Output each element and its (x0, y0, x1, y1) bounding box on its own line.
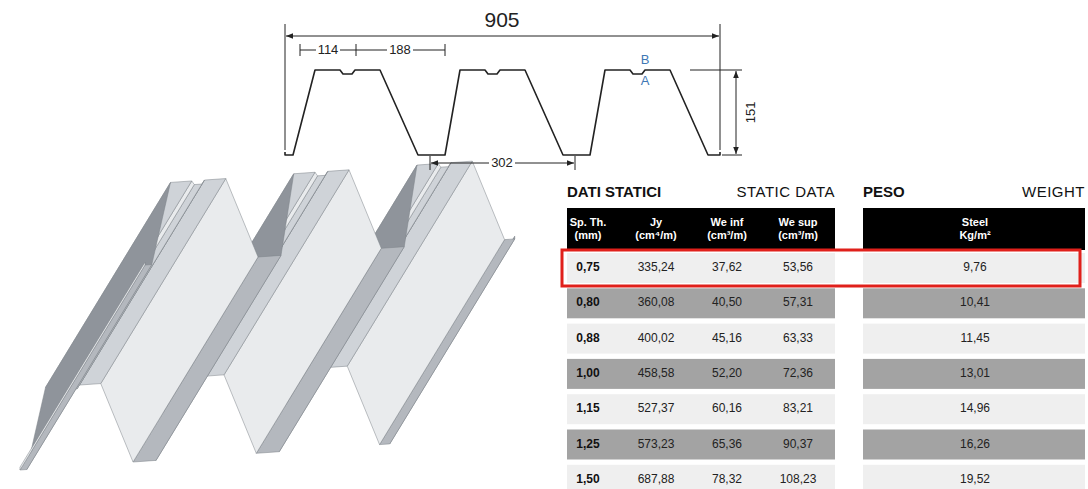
table-row (863, 465, 1085, 489)
extension-line (720, 24, 721, 150)
deck-face (20, 265, 152, 470)
table-cell: 72,36 (783, 367, 813, 381)
dimension-line (736, 71, 737, 154)
table-row (863, 359, 1085, 389)
table-row (567, 324, 835, 354)
table-cell: 78,32 (712, 473, 742, 487)
table-cell: 65,36 (712, 438, 742, 452)
column-header: Jy (cm⁴/m) (630, 216, 682, 241)
table-cell: 14,96 (960, 402, 990, 416)
table-cell: 573,23 (638, 438, 675, 452)
deck-face (80, 179, 226, 385)
table-cell: 57,31 (783, 296, 813, 310)
table-cell: 458,58 (638, 367, 675, 381)
table-cell: 13,01 (960, 367, 990, 381)
dimension-lines (285, 24, 742, 170)
dimension-label: 302 (489, 156, 515, 171)
table-row (567, 430, 835, 460)
table-cell: 63,33 (783, 332, 813, 346)
extension-line (575, 156, 576, 170)
table-cell: 37,62 (712, 261, 742, 275)
extension-line (285, 24, 286, 150)
table-cell: 9,76 (963, 261, 986, 275)
table-row (863, 430, 1085, 460)
table-cell: 108,23 (780, 473, 817, 487)
table-cell: 10,41 (960, 296, 990, 310)
table-cell: 16,26 (960, 438, 990, 452)
table-cell: 40,50 (712, 296, 742, 310)
dimension-label: 188 (387, 43, 413, 58)
table-cell: 1,25 (576, 438, 599, 452)
table-cell: 11,45 (960, 332, 989, 346)
table-cell: 687,88 (638, 473, 675, 487)
column-header: We sup (cm³/m) (772, 216, 824, 241)
dimension-line (286, 36, 719, 37)
table-title: DATI STATICI (567, 183, 661, 200)
table-row (863, 324, 1085, 354)
table-cell: 60,16 (712, 402, 742, 416)
table-cell: 0,75 (576, 261, 599, 275)
profile-outline (285, 70, 720, 155)
table-title: WEIGHT (1022, 183, 1085, 200)
table-cell: 83,21 (783, 402, 813, 416)
table-title: PESO (863, 183, 905, 200)
header-bar (567, 208, 835, 250)
dimension-label: 905 (481, 8, 522, 32)
deck-profile (285, 70, 720, 155)
table-cell: 53,56 (783, 261, 813, 275)
dimension-label: 114 (316, 43, 341, 58)
table-cell: 0,88 (576, 332, 599, 346)
header-bar (863, 208, 1085, 250)
table-cell: 0,80 (576, 296, 599, 310)
highlight-box (562, 250, 1080, 286)
table-cell: 52,20 (712, 367, 742, 381)
table-title: STATIC DATA (736, 183, 835, 200)
extension-line (430, 156, 431, 170)
extension-line (690, 70, 742, 71)
column-header: Sp. Th. (mm) (563, 216, 613, 241)
table-cell: 1,15 (576, 402, 599, 416)
table-cell: 400,02 (638, 332, 675, 346)
dimension-label: 151 (745, 99, 760, 125)
table-cell: 90,37 (783, 438, 813, 452)
table-cell: 1,00 (576, 367, 599, 381)
point-label: A (641, 74, 650, 89)
table-row (567, 465, 835, 489)
table-cell: 1,50 (576, 473, 599, 487)
table-background (562, 208, 1085, 489)
extension-line (722, 155, 742, 156)
table-cell: 360,08 (638, 296, 675, 310)
table-row (863, 253, 1085, 283)
deck-illustration (20, 161, 515, 470)
table-row (567, 253, 835, 283)
table-row (567, 359, 835, 389)
table-row (567, 394, 835, 424)
table-cell: 45,16 (712, 332, 742, 346)
table-cell: 19,52 (960, 473, 990, 487)
table-row (567, 288, 835, 318)
column-header: We inf (cm³/m) (701, 216, 753, 241)
table-row (863, 394, 1085, 424)
point-label: B (641, 53, 650, 68)
column-header: Steel Kg/m² (953, 216, 997, 241)
table-cell: 527,37 (638, 402, 675, 416)
table-cell: 335,24 (638, 261, 675, 275)
table-row (863, 288, 1085, 318)
deck-face (20, 262, 145, 470)
